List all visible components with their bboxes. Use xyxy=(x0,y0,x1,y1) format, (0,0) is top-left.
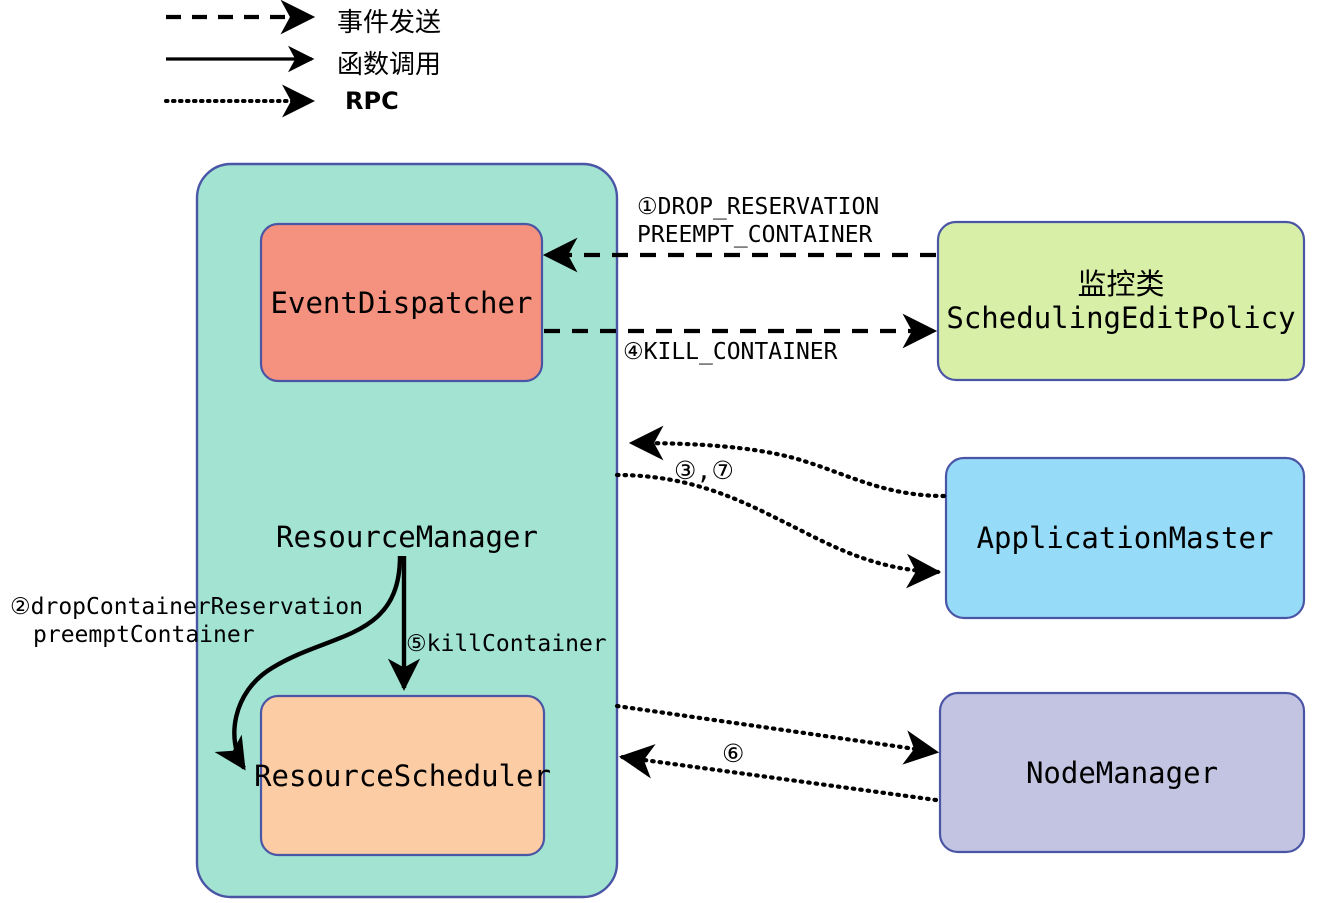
event-dispatcher-box[interactable] xyxy=(259,222,544,383)
edge-label-nm-rpc: ⑥ xyxy=(722,739,745,768)
edge-nm-rpc-out xyxy=(614,703,940,765)
resource-scheduler-box[interactable] xyxy=(259,694,546,857)
edge-nm-rpc-in xyxy=(618,744,939,803)
application-master-box[interactable] xyxy=(944,456,1306,620)
legend-label-event-send: 事件发送 xyxy=(337,8,442,38)
edge-label-kill-container-call: ⑤killContainer xyxy=(406,631,607,657)
edge-drop-container-reservation-arrow xyxy=(214,555,403,771)
edge-label-drop-container-reservation-line2: preemptContainer xyxy=(33,622,255,648)
edge-am-rpc-out xyxy=(614,472,942,589)
scheduling-edit-policy-box[interactable] xyxy=(936,220,1306,382)
legend-label-function-call: 函数调用 xyxy=(337,50,442,80)
edge-am-rpc-in xyxy=(628,425,947,499)
edge-label-drop-container-reservation-line1: ②dropContainerReservation xyxy=(10,594,363,620)
edge-label-am-rpc: ③,⑦ xyxy=(674,456,734,485)
edge-label-kill-container-event: ④KILL_CONTAINER xyxy=(623,339,838,365)
edge-label-drop-reservation-line2: PREEMPT_CONTAINER xyxy=(637,222,873,248)
edge-label-drop-reservation-line1: ①DROP_RESERVATION xyxy=(637,194,880,220)
node-manager-box[interactable] xyxy=(938,691,1306,854)
legend-label-rpc: RPC xyxy=(345,87,399,115)
